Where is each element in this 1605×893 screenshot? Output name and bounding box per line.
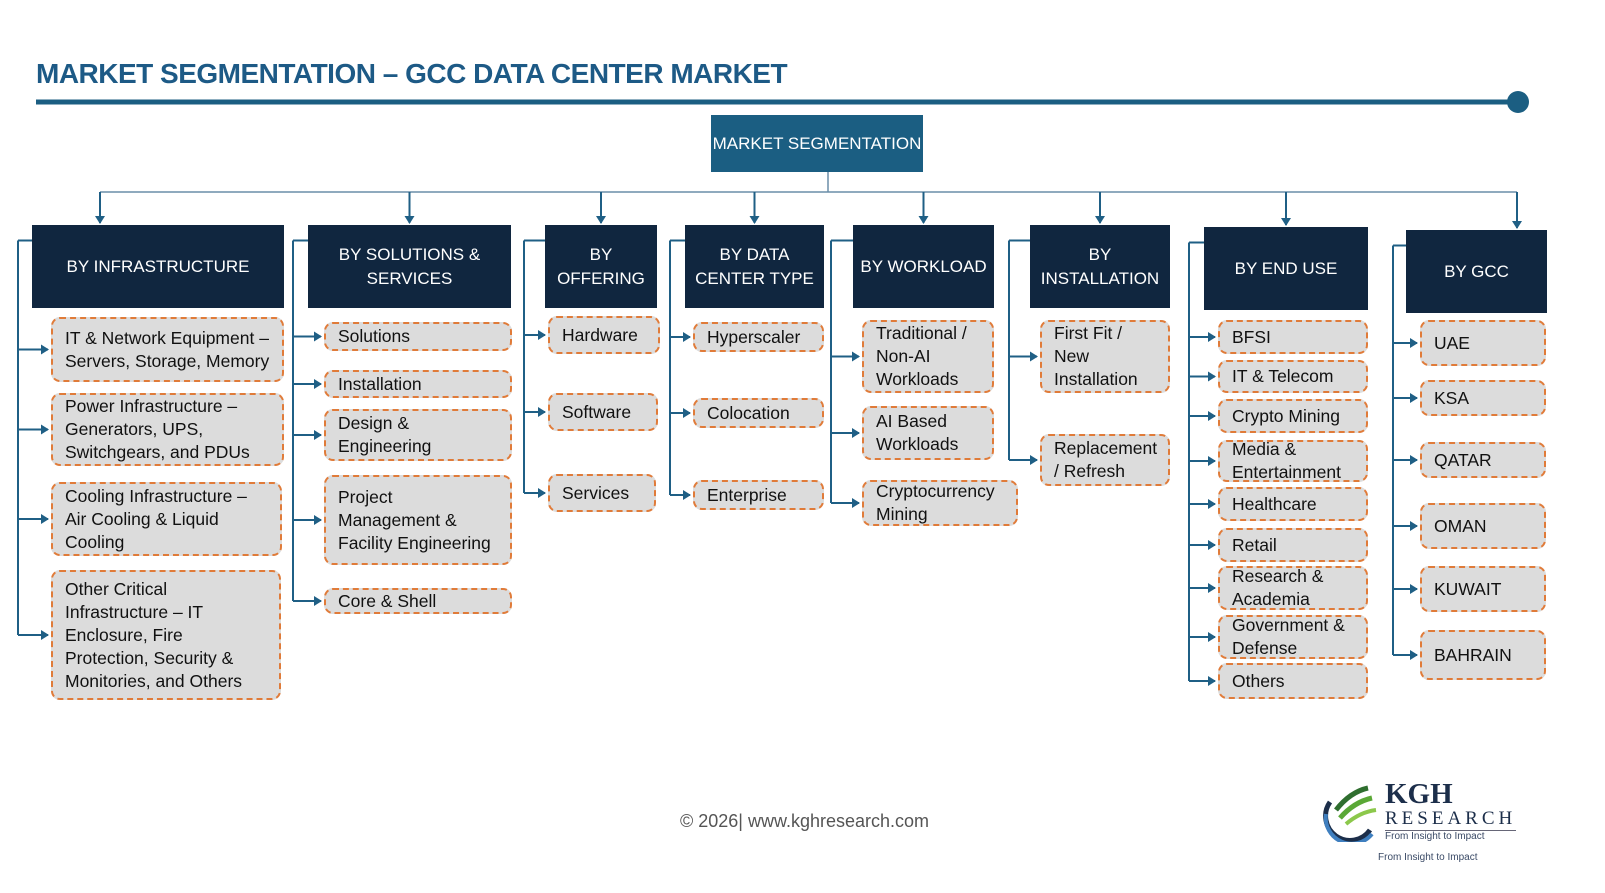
arrow-right-icon <box>683 490 691 500</box>
arrow-right-icon <box>1410 650 1418 660</box>
arrow-down-icon <box>918 216 929 224</box>
segment-item: Healthcare <box>1218 487 1368 521</box>
segment-header: BY DATA CENTER TYPE <box>685 225 824 308</box>
root-node: MARKET SEGMENTATION <box>711 115 923 172</box>
segment-item: Project Management & Facility Engineerin… <box>324 475 512 565</box>
arrow-right-icon <box>1410 455 1418 465</box>
segment-item: Media & Entertainment <box>1218 439 1368 482</box>
segment-item: KUWAIT <box>1420 566 1546 612</box>
arrow-right-icon <box>1410 338 1418 348</box>
segment-item: Research & Academia <box>1218 566 1368 610</box>
segment-item: Hardware <box>548 316 660 354</box>
arrow-down-icon <box>749 216 760 224</box>
arrow-right-icon <box>683 332 691 342</box>
segment-item: Design & Engineering <box>324 409 512 461</box>
arrow-right-icon <box>1030 351 1038 362</box>
title-rule-end-dot <box>1507 91 1529 113</box>
segment-item: Enterprise <box>693 480 824 510</box>
arrow-right-icon <box>41 630 49 640</box>
arrow-right-icon <box>852 351 860 362</box>
kgh-logo: KGH RESEARCH From Insight to Impact From… <box>1320 778 1530 873</box>
segment-item: BFSI <box>1218 320 1368 354</box>
arrow-right-icon <box>41 424 49 435</box>
segment-item: OMAN <box>1420 503 1546 549</box>
arrow-right-icon <box>1030 455 1038 465</box>
arrow-right-icon <box>1208 499 1216 509</box>
arrow-right-icon <box>852 428 860 438</box>
globe-logo-icon <box>1323 785 1377 842</box>
arrow-right-icon <box>1410 521 1418 531</box>
arrow-right-icon <box>1410 584 1418 594</box>
footer-copyright: © 2026| www.kghresearch.com <box>680 811 930 831</box>
arrow-right-icon <box>538 488 546 498</box>
logo-tagline-repeat: From Insight to Impact <box>1378 852 1478 863</box>
segment-item: Crypto Mining <box>1218 399 1368 433</box>
arrow-right-icon <box>1208 632 1216 642</box>
segment-item: IT & Network Equipment – Servers, Storag… <box>51 317 284 382</box>
logo-name: KGH <box>1385 778 1453 810</box>
segment-item: Replacement / Refresh <box>1040 434 1170 486</box>
segment-item: Power Infrastructure – Generators, UPS, … <box>51 393 284 466</box>
segment-item: Government & Defense <box>1218 615 1368 659</box>
arrow-right-icon <box>314 430 322 440</box>
segment-item: First Fit / New Installation <box>1040 320 1170 393</box>
arrow-right-icon <box>41 514 49 524</box>
arrow-right-icon <box>314 379 322 389</box>
arrow-down-icon <box>596 216 606 224</box>
arrow-right-icon <box>1208 676 1216 686</box>
segment-item: AI Based Workloads <box>862 406 994 460</box>
arrow-right-icon <box>314 331 322 342</box>
segment-item: BAHRAIN <box>1420 630 1546 680</box>
arrow-right-icon <box>314 515 322 525</box>
arrow-down-icon <box>95 216 105 224</box>
arrow-down-icon <box>404 216 415 224</box>
arrow-right-icon <box>41 344 49 355</box>
segment-item: Software <box>548 393 658 431</box>
arrow-right-icon <box>1208 583 1216 593</box>
segment-header: BY WORKLOAD <box>853 225 994 308</box>
arrow-down-icon <box>1095 216 1105 224</box>
page-title: MARKET SEGMENTATION – GCC DATA CENTER MA… <box>36 58 788 89</box>
arrow-down-icon <box>1512 221 1522 229</box>
arrow-right-icon <box>1208 456 1216 466</box>
arrow-right-icon <box>1208 411 1216 421</box>
segment-item: Traditional / Non-AI Workloads <box>862 320 994 393</box>
arrow-right-icon <box>683 408 691 418</box>
segment-item: UAE <box>1420 320 1546 366</box>
segment-item: IT & Telecom <box>1218 360 1368 393</box>
logo-sub: RESEARCH <box>1385 808 1517 831</box>
segment-header: BY INSTALLATION <box>1030 225 1170 308</box>
arrow-right-icon <box>538 330 546 340</box>
segment-header: BY SOLUTIONS & SERVICES <box>308 225 511 308</box>
arrow-right-icon <box>852 498 860 508</box>
segment-item: Cryptocurrency Mining <box>862 480 1018 526</box>
segment-item: Installation <box>324 370 512 398</box>
logo-tagline: From Insight to Impact <box>1385 831 1485 842</box>
segment-item: Retail <box>1218 528 1368 562</box>
arrow-right-icon <box>1208 540 1216 550</box>
segment-header: BY END USE <box>1204 227 1368 310</box>
segment-item: Core & Shell <box>324 588 512 614</box>
arrow-right-icon <box>1410 393 1418 403</box>
segment-item: Solutions <box>324 322 512 351</box>
segment-header: BY OFFERING <box>545 225 657 308</box>
arrow-right-icon <box>1208 371 1216 382</box>
segment-item: Colocation <box>693 398 824 428</box>
segment-item: Cooling Infrastructure – Air Cooling & L… <box>51 482 282 556</box>
segment-header: BY INFRASTRUCTURE <box>32 225 284 308</box>
segment-item: QATAR <box>1420 442 1546 478</box>
segment-item: Other Critical Infrastructure – IT Enclo… <box>51 570 281 700</box>
segment-item: Hyperscaler <box>693 322 824 352</box>
segment-header: BY GCC <box>1406 230 1547 313</box>
arrow-right-icon <box>538 407 546 417</box>
arrow-right-icon <box>314 596 322 606</box>
arrow-down-icon <box>1281 218 1291 226</box>
segment-item: Others <box>1218 663 1368 699</box>
segment-item: KSA <box>1420 380 1546 416</box>
segment-item: Services <box>548 474 656 512</box>
arrow-right-icon <box>1208 332 1216 342</box>
